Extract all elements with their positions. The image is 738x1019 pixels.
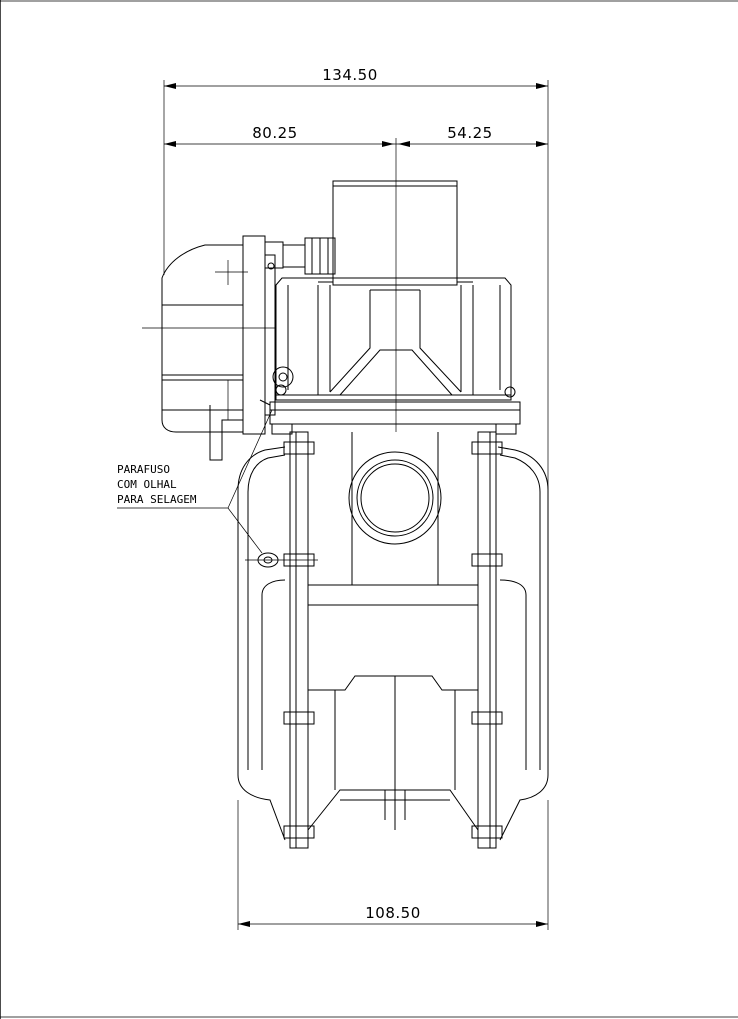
dimension-right-offset: 54.25 bbox=[394, 124, 548, 147]
actuator-assembly bbox=[142, 235, 336, 461]
note-line-2: COM OLHAL bbox=[117, 478, 177, 491]
note-line-3: PARA SELAGEM bbox=[117, 493, 197, 506]
sealing-bolt-note: PARAFUSO COM OLHAL PARA SELAGEM bbox=[117, 409, 273, 554]
dimension-body-width-label: 108.50 bbox=[365, 904, 421, 922]
dimension-right-offset-label: 54.25 bbox=[447, 124, 492, 142]
note-line-1: PARAFUSO bbox=[117, 463, 170, 476]
dimension-overall-width-label: 134.50 bbox=[322, 66, 378, 84]
flange-plate bbox=[259, 399, 521, 435]
dimension-left-offset-label: 80.25 bbox=[252, 124, 297, 142]
bell-housing bbox=[275, 277, 516, 401]
top-pipe bbox=[332, 180, 458, 286]
dimension-overall-width: 134.50 bbox=[163, 66, 549, 490]
valve-body bbox=[237, 431, 549, 849]
dimension-left-offset: 80.25 bbox=[164, 124, 394, 147]
dimension-body-width: 108.50 bbox=[237, 800, 549, 930]
